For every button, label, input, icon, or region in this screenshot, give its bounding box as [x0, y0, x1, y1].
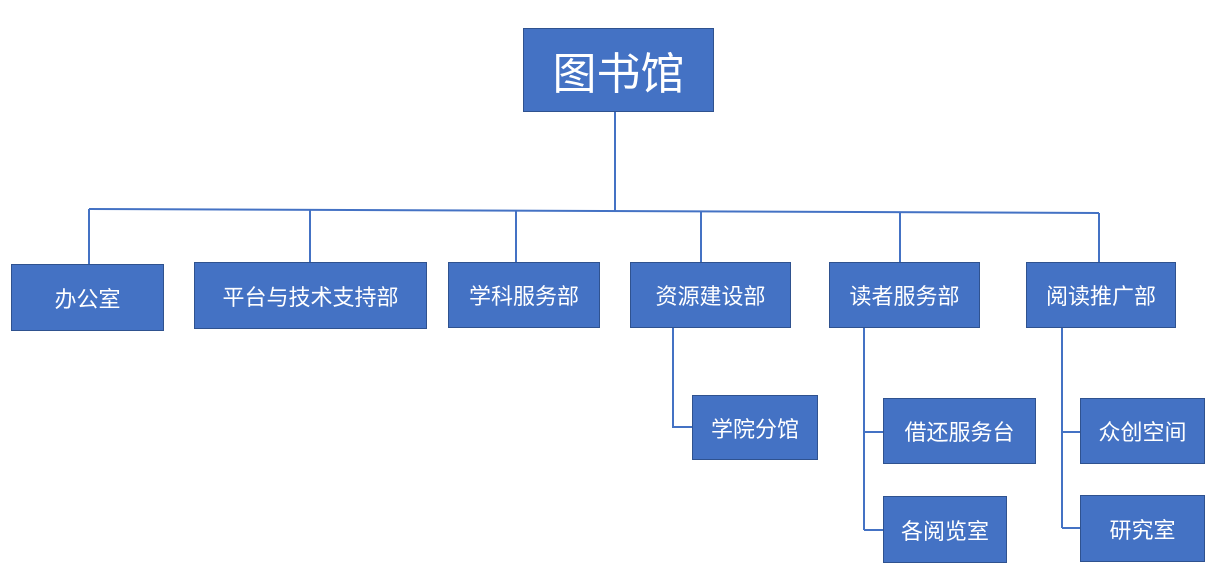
- node-reading-rooms: 各阅览室: [883, 496, 1007, 563]
- node-library: 图书馆: [523, 28, 714, 112]
- node-office: 办公室: [11, 264, 164, 331]
- node-college-branch-library: 学院分馆: [692, 395, 818, 460]
- connector-resource-branch: [672, 327, 692, 428]
- node-maker-space: 众创空间: [1080, 398, 1205, 464]
- node-subject-services: 学科服务部: [448, 262, 600, 328]
- node-research-room: 研究室: [1080, 495, 1205, 562]
- connector-bus: [88, 208, 1100, 214]
- node-reading-promotion: 阅读推广部: [1026, 262, 1176, 328]
- node-reader-services: 读者服务部: [829, 262, 980, 328]
- node-resource-development: 资源建设部: [630, 262, 791, 328]
- node-circulation-desk: 借还服务台: [883, 398, 1036, 464]
- node-platform-tech-support: 平台与技术支持部: [194, 262, 427, 329]
